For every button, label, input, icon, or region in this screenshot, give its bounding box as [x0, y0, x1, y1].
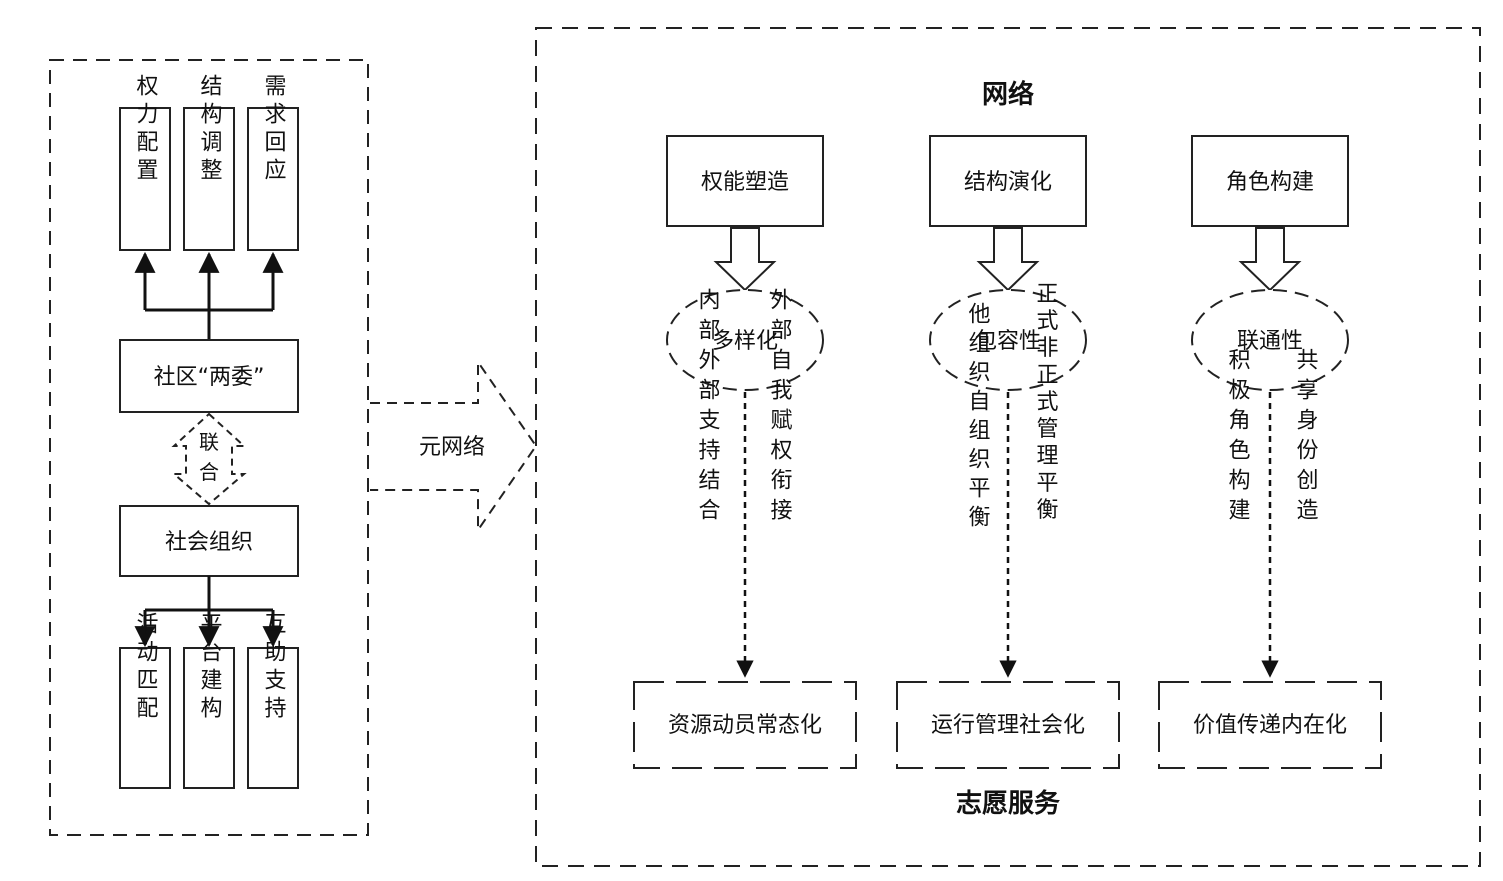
process-label: 结构演化	[964, 170, 1052, 195]
left-vertical-text: 积极角色构建	[1225, 348, 1251, 528]
top-box-demand-label: 需求回应	[261, 74, 287, 186]
bottom-box-activity-label: 活动匹配	[133, 612, 159, 724]
social-org-label: 社会组织	[165, 530, 253, 555]
property-ellipse	[929, 289, 1087, 391]
column-empowerment: 权能塑造 多样化 内部外部支持结合 外部自我赋权衔接 资源动员常态化	[633, 135, 857, 769]
org-to-bottom-arrows	[134, 576, 284, 648]
column-role-construction: 角色构建 联通性 积极角色构建 共享身份创造 价值传递内在化	[1158, 135, 1382, 769]
link-label-char-1: 联	[199, 430, 219, 454]
meta-network-arrow: 元网络	[370, 358, 538, 534]
volunteer-service-title: 志愿服务	[956, 789, 1060, 819]
top-box-power: 权力配置	[119, 74, 171, 251]
top-box-structure-label: 结构调整	[197, 74, 223, 186]
bottom-box-mutual: 互助支持	[247, 612, 299, 789]
process-box	[1191, 135, 1349, 227]
outcome-box	[896, 681, 1120, 769]
left-vertical-text: 他组织自组织平衡	[965, 302, 991, 534]
property-label: 包容性	[975, 329, 1041, 354]
property-ellipse	[666, 289, 824, 391]
property-ellipse	[1191, 289, 1349, 391]
column-structure-evolution: 结构演化 包容性 他组织自组织平衡 正式非正式管理平衡 运行管理社会化	[896, 135, 1120, 769]
social-org-box: 社会组织	[119, 505, 299, 577]
top-box-power-label: 权力配置	[133, 74, 159, 186]
outcome-label: 运行管理社会化	[931, 713, 1085, 738]
process-box	[929, 135, 1087, 227]
right-vertical-text: 共享身份创造	[1293, 348, 1319, 528]
hollow-down-arrow	[976, 227, 1040, 292]
committee-box: 社区“两委”	[119, 339, 299, 413]
left-panel-frame	[49, 59, 369, 836]
network-title: 网络	[982, 79, 1034, 110]
right-vertical-text: 正式非正式管理平衡	[1033, 282, 1059, 525]
property-label: 多样化	[712, 329, 778, 354]
bottom-box-activity: 活动匹配	[119, 612, 171, 789]
outcome-label: 资源动员常态化	[668, 713, 822, 738]
link-double-arrow: 联 合	[171, 412, 247, 506]
outcome-box	[633, 681, 857, 769]
top-box-structure: 结构调整	[183, 74, 235, 251]
hollow-down-arrow	[1238, 227, 1302, 292]
bottom-box-platform-label: 平台建构	[197, 612, 223, 724]
outcome-box	[1158, 681, 1382, 769]
left-vertical-text: 内部外部支持结合	[695, 288, 721, 528]
bottom-box-mutual-label: 互助支持	[261, 612, 287, 724]
process-label: 权能塑造	[701, 170, 789, 195]
outcome-label: 价值传递内在化	[1193, 713, 1347, 738]
committee-label: 社区“两委”	[154, 365, 265, 390]
bottom-box-platform: 平台建构	[183, 612, 235, 789]
meta-network-label: 元网络	[419, 435, 485, 460]
committee-to-top-arrows	[134, 251, 284, 340]
hollow-down-arrow	[713, 227, 777, 292]
process-label: 角色构建	[1226, 170, 1314, 195]
link-label-char-2: 合	[199, 460, 219, 484]
top-box-demand: 需求回应	[247, 74, 299, 251]
process-box	[666, 135, 824, 227]
right-vertical-text: 外部自我赋权衔接	[767, 288, 793, 528]
property-label: 联通性	[1237, 329, 1303, 354]
right-panel-frame	[535, 27, 1481, 867]
